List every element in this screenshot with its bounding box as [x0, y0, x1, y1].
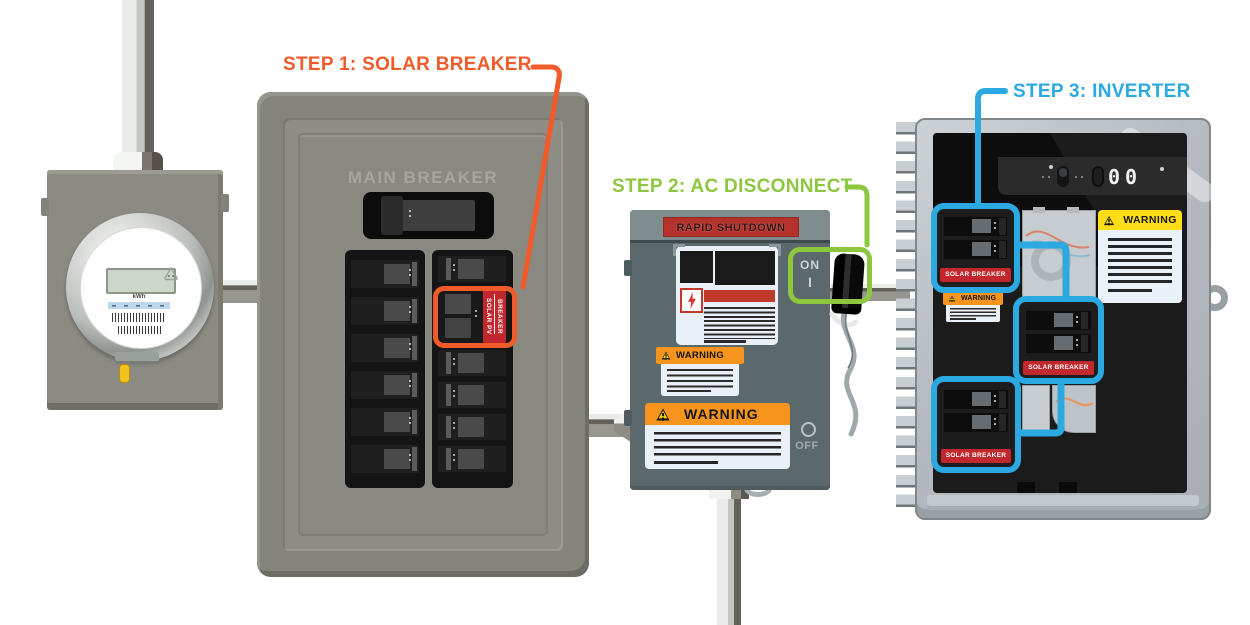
inverter-component-bottom-1: [1022, 385, 1050, 435]
inverter-warning-yellow-title: WARNING: [1123, 214, 1177, 226]
lightning-box: [680, 288, 703, 313]
meter-clip-left: [41, 198, 49, 216]
display-digits: 00: [1108, 165, 1143, 189]
main-breaker-handle: [381, 196, 403, 235]
label-text-shortline: [704, 340, 746, 343]
meter-to-panel-conduit: [220, 280, 260, 303]
inverter-solar-breaker-2: SOLAR BREAKER: [1013, 296, 1104, 384]
interior-foot-1: [1017, 482, 1035, 493]
utility-meter: kWh: [41, 170, 229, 410]
inverter-hinge-strip: [896, 122, 918, 514]
solar-pv-line2: BREAKER: [496, 299, 503, 334]
step2-highlight-box: [788, 247, 872, 304]
ac-warning-large: WARNING: [645, 403, 790, 469]
display-screw-right: [1160, 167, 1164, 171]
meter-clip-right: [221, 194, 229, 212]
ac-warning-large-title: WARNING: [684, 406, 759, 422]
step3-label: STEP 3: INVERTER: [1013, 81, 1191, 102]
off-symbol-circle: [801, 422, 816, 437]
meter-pole-fitting: [113, 152, 163, 170]
display-toggle-2: [1092, 166, 1104, 187]
meter-barcode-2: [118, 326, 162, 334]
inverter-component-mid: [1022, 207, 1096, 304]
label-text-lines: [704, 307, 775, 339]
inverter-warning-orange: WARNING: [943, 292, 1003, 322]
inverter-solar-breaker-1: SOLAR BREAKER: [931, 203, 1020, 293]
meter-unit-label: kWh: [132, 294, 146, 300]
meter-clamp: [115, 352, 159, 364]
meter-lcd: [106, 268, 176, 294]
ac-hinge-left: [624, 260, 632, 276]
solar-pv-line1: SOLAR PV: [485, 298, 492, 335]
inverter-lip: [927, 495, 1199, 510]
interior-foot-2: [1059, 482, 1077, 493]
solar-breaker-label-3: SOLAR BREAKER: [940, 449, 1012, 463]
inverter-display: 00: [998, 157, 1187, 195]
ac-spec-label: [673, 244, 781, 345]
on-symbol: I: [808, 274, 812, 290]
display-toggle-1: [1057, 166, 1069, 187]
ac-warning-small-title: WARNING: [676, 350, 725, 361]
meter-barcode-1: [112, 313, 166, 322]
solar-breaker-label-1: SOLAR BREAKER: [940, 268, 1011, 282]
step2-label: STEP 2: AC DISCONNECT: [612, 176, 853, 197]
label-diagram-1: [680, 251, 713, 283]
warning-triangle-icon: [656, 407, 670, 421]
label-red-bar: [704, 290, 775, 302]
breaker-column-left: [345, 250, 425, 488]
rapid-shutdown-text: RAPID SHUTDOWN: [676, 222, 786, 234]
label-diagram-2: [715, 251, 775, 285]
solar-breaker-label-2: SOLAR BREAKER: [1023, 361, 1094, 375]
inverter-component-bottom-2: [1052, 385, 1096, 433]
display-screw-left: [1049, 165, 1053, 169]
on-label: ON: [800, 258, 820, 272]
solar-pv-breaker: SOLAR PV BREAKER: [436, 288, 510, 345]
meter-blue-strip: [108, 302, 170, 309]
disconnect-bottom-conduit: [717, 490, 741, 625]
ac-hinge-left2: [624, 410, 632, 426]
main-breaker-panel: MAIN BREAKER S: [257, 92, 589, 577]
meter-seal-tag: [119, 364, 130, 383]
inverter-solar-breaker-3: SOLAR BREAKER: [931, 376, 1021, 473]
panel-title: MAIN BREAKER: [347, 168, 499, 187]
inverter-warning-orange-title: WARNING: [961, 295, 997, 302]
warning-triangle-icon: [948, 295, 956, 302]
step1-highlight-box: [433, 286, 517, 348]
step1-label: STEP 1: SOLAR BREAKER: [283, 54, 532, 75]
solar-pv-breaker-label: SOLAR PV BREAKER: [483, 290, 506, 343]
meter-face: kWh: [80, 227, 202, 349]
meter-badge-icon: [164, 266, 178, 281]
meter-pole-conduit: [122, 0, 154, 164]
rapid-shutdown-banner: RAPID SHUTDOWN: [663, 217, 799, 237]
lightning-icon: [688, 292, 696, 309]
main-breaker-switch: [363, 192, 494, 239]
inverter-warning-yellow: WARNING: [1098, 210, 1182, 303]
warning-triangle-icon: [661, 351, 671, 360]
ac-warning-small: WARNING: [656, 347, 744, 396]
warning-triangle-icon: [1104, 215, 1115, 225]
off-label: OFF: [795, 440, 819, 452]
